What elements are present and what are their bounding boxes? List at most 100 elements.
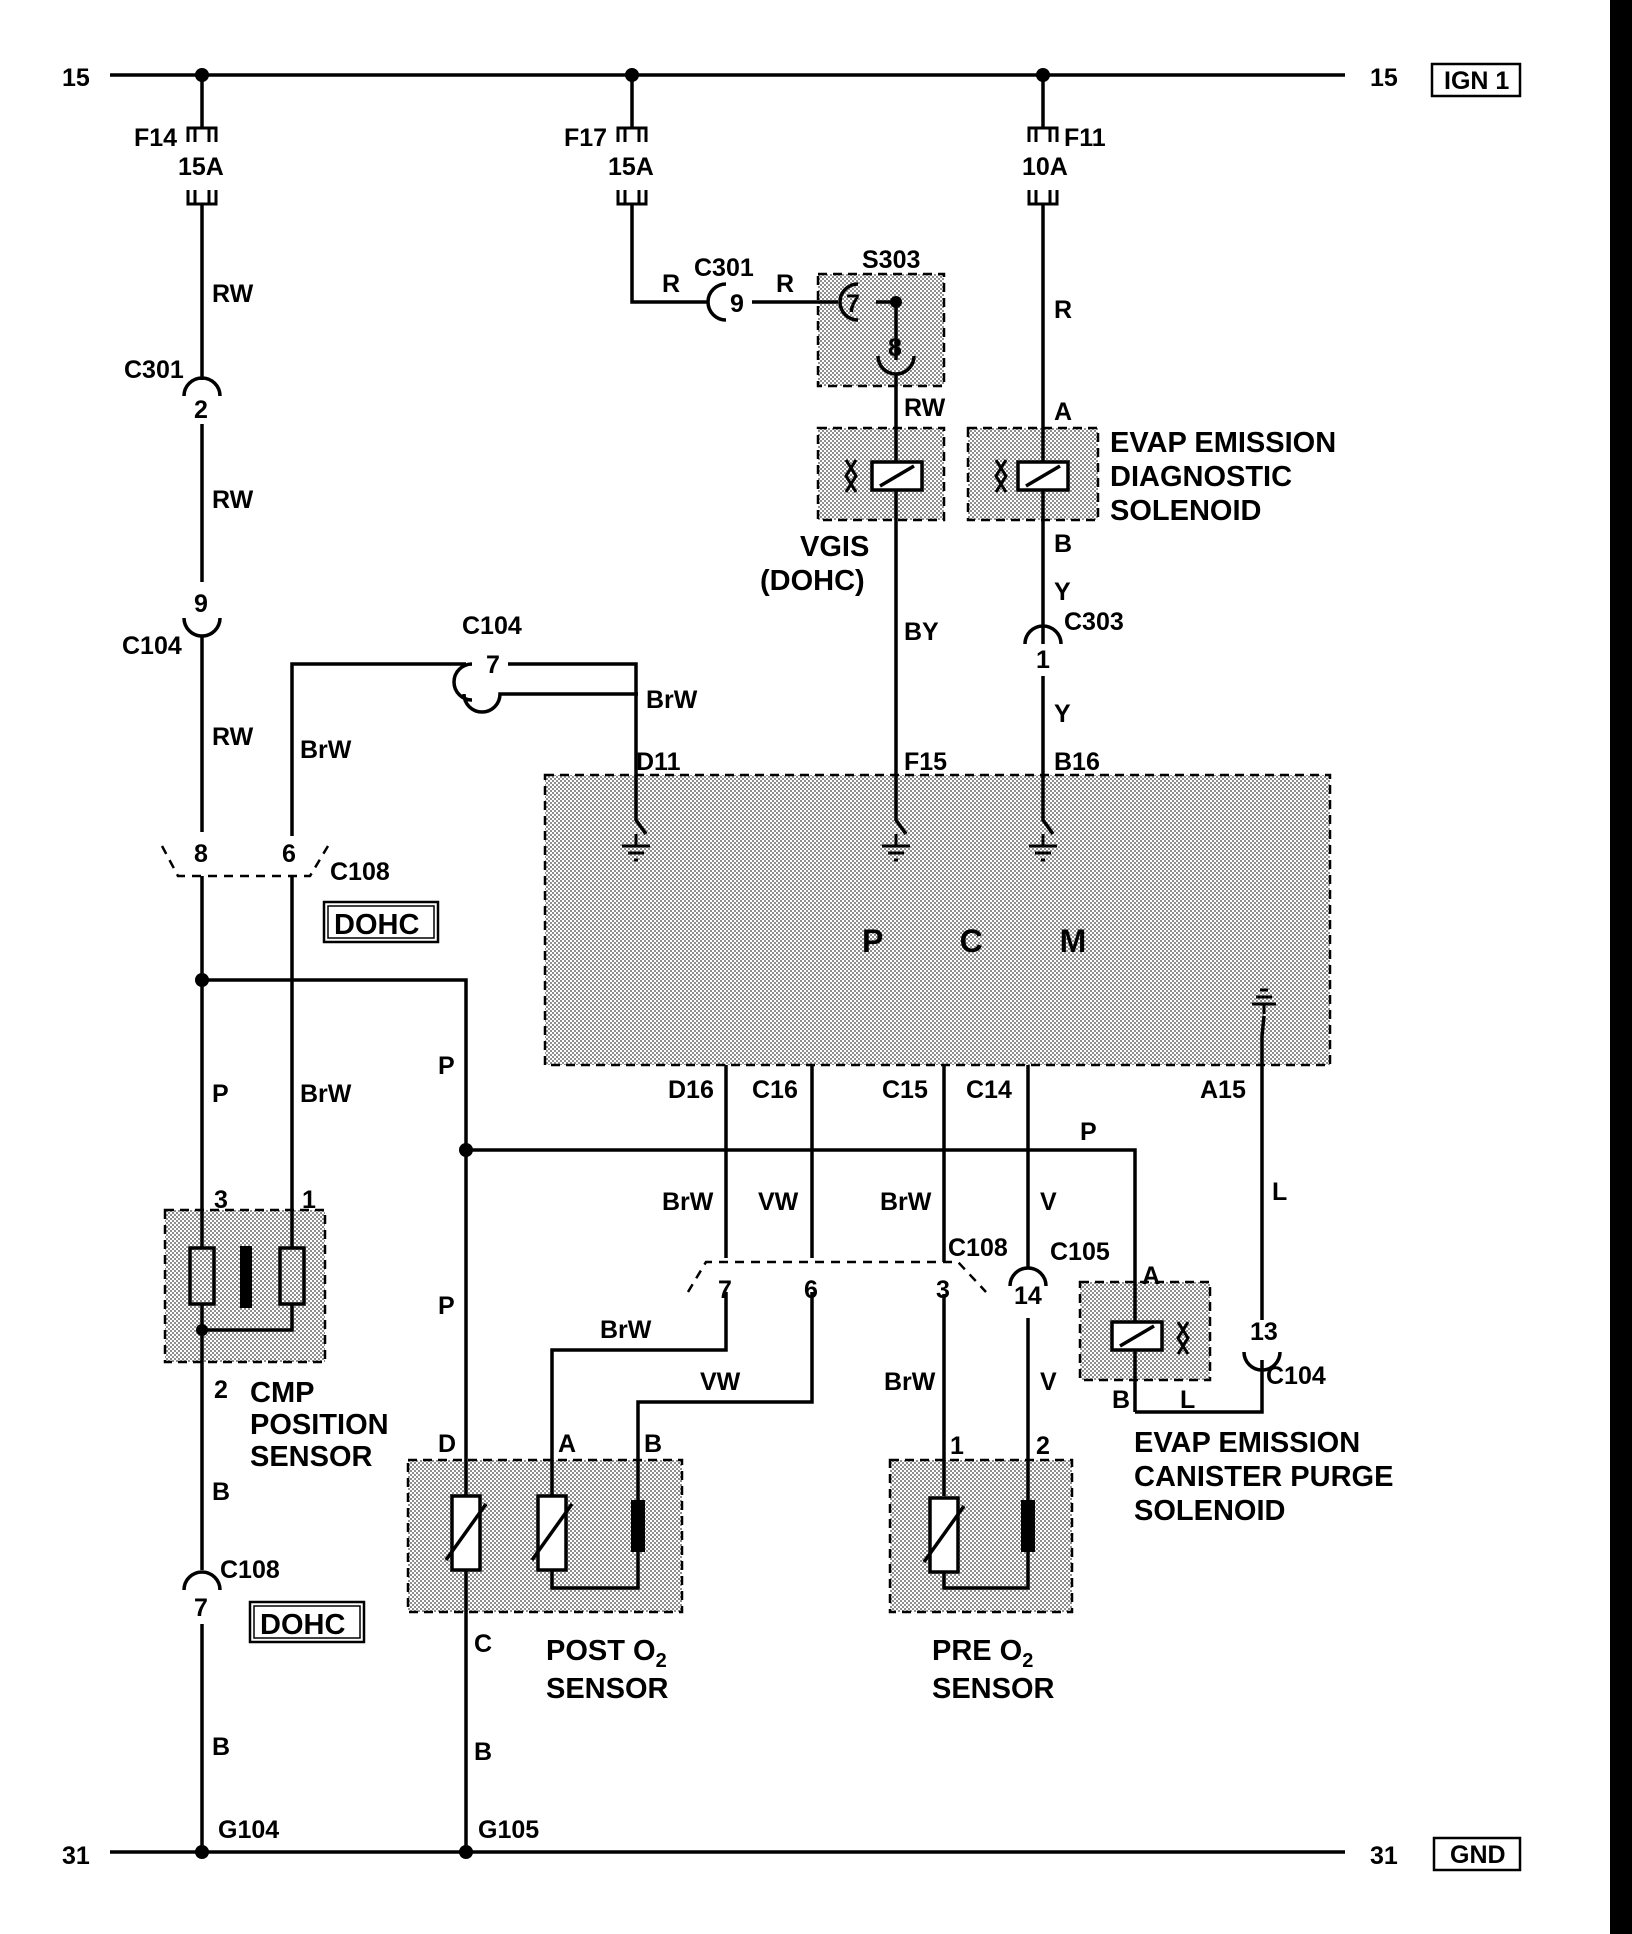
wire-color-l: L — [1272, 1178, 1287, 1206]
wire-color-brw: BrW — [880, 1188, 932, 1216]
pin-1: 1 — [302, 1186, 316, 1214]
evap-purge-label-2: CANISTER PURGE — [1134, 1461, 1393, 1493]
pin-2: 2 — [194, 396, 208, 424]
fuse-f11: F11 10A — [1022, 75, 1106, 206]
evap-diag-label-3: SOLENOID — [1110, 495, 1261, 527]
wire-color-brw: BrW — [884, 1368, 936, 1396]
pcm-terminal-c14: C14 — [966, 1076, 1012, 1104]
pin-a: A — [558, 1430, 576, 1458]
wire-color-p: P — [438, 1292, 455, 1320]
wire-color-b: B — [212, 1733, 230, 1761]
pin-1: 1 — [1036, 646, 1050, 674]
pin-7: 7 — [486, 651, 500, 679]
junction-dot — [459, 1845, 473, 1859]
pin-8: 8 — [194, 840, 208, 868]
pre-o2-label-1: PRE O2 — [932, 1635, 1033, 1672]
wire-color-y: Y — [1054, 700, 1071, 728]
c108-label: C108 — [330, 858, 390, 886]
ground-rail: 31 31 GND — [62, 1836, 1522, 1872]
f11-circuit: R A B Y C303 1 Y EVAP EMISSION DIAGNOSTI… — [994, 204, 1336, 775]
wire-color-vw: VW — [758, 1188, 799, 1216]
c104-label: C104 — [462, 612, 522, 640]
c108-label: C108 — [948, 1234, 1008, 1262]
c108-label: C108 — [220, 1556, 280, 1584]
wire-color-r: R — [776, 270, 794, 298]
wire-color-l: L — [1180, 1386, 1195, 1414]
pcm-terminal-d16: D16 — [668, 1076, 714, 1104]
c301-label: C301 — [124, 356, 184, 384]
s303-splice-box — [816, 272, 946, 388]
post-o2-label-1: POST O2 — [546, 1635, 667, 1672]
pcm: P C M D11 F15 B16 D16 C16 C15 C14 A15 — [622, 748, 1276, 1104]
ign1-rail: 15 15 IGN 1 — [62, 62, 1522, 98]
c108-lower-connector: 7 6 3 C108 — [686, 1234, 1008, 1304]
pin-6: 6 — [804, 1276, 818, 1304]
wire-color-p: P — [438, 1052, 455, 1080]
pcm-terminal-d11: D11 — [636, 748, 681, 776]
pcm-terminal-b16: B16 — [1054, 748, 1100, 776]
evap-purge-label-1: EVAP EMISSION — [1134, 1427, 1360, 1459]
wire-color-rw: RW — [904, 394, 946, 422]
cmp-label-3: SENSOR — [250, 1441, 373, 1473]
g104-label: G104 — [218, 1816, 279, 1844]
pin-1: 1 — [950, 1432, 964, 1460]
pin-b: B — [1054, 530, 1072, 558]
wire-color-b: B — [474, 1738, 492, 1766]
post-o2-signal-circuit: BrW VW BrW VW — [550, 1072, 814, 1500]
wire-color-brw: BrW — [300, 1080, 352, 1108]
pcm-terminal-c16: C16 — [752, 1076, 798, 1104]
fuse-f17-rating: 15A — [608, 153, 654, 181]
wire-color-by: BY — [904, 618, 939, 646]
wire-color-p: P — [1080, 1118, 1097, 1146]
right-edge-bar — [1610, 0, 1632, 1934]
cmp-signal-circuit: C104 7 BrW BrW 6 BrW 1 — [282, 612, 698, 1214]
pin-d: D — [438, 1430, 456, 1458]
wire-color-vw: VW — [700, 1368, 741, 1396]
fuse-f14-id: F14 — [134, 124, 177, 152]
fuse-f17-id: F17 — [564, 124, 607, 152]
c104-label: C104 — [1266, 1362, 1326, 1390]
wire-color-brw: BrW — [662, 1188, 714, 1216]
pin-8: 8 — [888, 334, 902, 362]
pre-o2-label-2: SENSOR — [932, 1673, 1055, 1705]
wire-color-r: R — [1054, 296, 1072, 324]
dohc-tag: DOHC — [260, 1609, 345, 1641]
cmp-sensor: 2 CMP POSITION SENSOR B — [188, 1210, 389, 1570]
f14-circuit: RW C301 2 RW 9 C104 RW 8 C108 DOHC P 3 — [122, 204, 440, 1214]
pcm-terminal-c15: C15 — [882, 1076, 928, 1104]
wire-color-rw: RW — [212, 280, 254, 308]
pre-o2-sensor: PRE O2 SENSOR — [922, 1496, 1055, 1705]
cmp-label-2: POSITION — [250, 1409, 389, 1441]
gnd-tag: GND — [1450, 1841, 1506, 1869]
rail-31-right-label: 31 — [1370, 1842, 1398, 1870]
pin-6: 6 — [282, 840, 296, 868]
pcm-box — [543, 773, 1332, 1067]
rail-15-left-label: 15 — [62, 64, 90, 92]
s303-label: S303 — [862, 246, 920, 274]
evap-diag-label-2: DIAGNOSTIC — [1110, 461, 1292, 493]
wire-color-v: V — [1040, 1188, 1057, 1216]
wire-color-brw: BrW — [646, 686, 698, 714]
wire-color-brw: BrW — [600, 1316, 652, 1344]
junction-dot — [195, 1845, 209, 1859]
pin-3: 3 — [936, 1276, 950, 1304]
rail-31-left-label: 31 — [62, 1842, 90, 1870]
g105-label: G105 — [478, 1816, 539, 1844]
fuse-f14-rating: 15A — [178, 153, 224, 181]
g104-circuit: C108 7 DOHC B G104 — [182, 1556, 366, 1859]
c104-label: C104 — [122, 632, 182, 660]
pcm-label: P C M — [862, 923, 1120, 959]
pin-b: B — [644, 1430, 662, 1458]
pin-7: 7 — [846, 290, 860, 318]
fuse-f17: F17 15A — [564, 75, 654, 206]
f17-circuit: R C301 9 R S303 7 8 RW VGIS (DOHC) BY — [630, 204, 946, 775]
fuse-f14: F14 15A — [134, 75, 224, 206]
ign1-tag: IGN 1 — [1444, 67, 1509, 95]
wire-color-p: P — [212, 1080, 229, 1108]
pin-7: 7 — [718, 1276, 732, 1304]
wire-color-y: Y — [1054, 578, 1071, 606]
rail-15-right-label: 15 — [1370, 64, 1398, 92]
pin-9: 9 — [730, 290, 744, 318]
wire-color-brw: BrW — [300, 736, 352, 764]
